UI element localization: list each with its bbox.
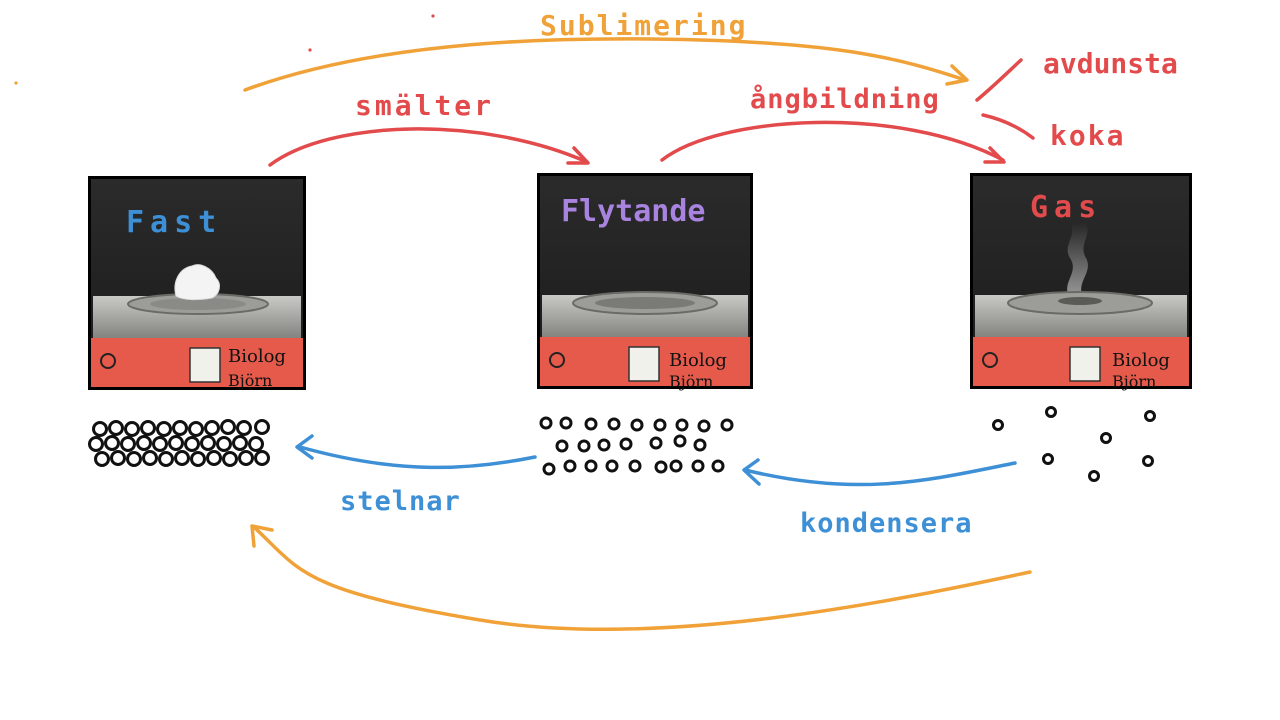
steam — [1067, 223, 1088, 298]
avdunsta-label: avdunsta — [1043, 47, 1178, 80]
particles-gas — [992, 406, 1156, 482]
koka-branch — [981, 113, 1035, 140]
photo-sign-line2: Björn — [228, 371, 272, 390]
stelnar-label: stelnar — [340, 486, 461, 517]
angbildning-label: ångbildning — [750, 83, 940, 115]
gas-photo-label: Gas — [1030, 190, 1102, 225]
smalter-arrowhead — [566, 146, 590, 165]
smalter-label: smälter — [355, 89, 494, 122]
smalter-arrow — [268, 127, 589, 167]
flytande-photo-label: Flytande — [561, 194, 706, 229]
ice-lump — [174, 264, 220, 301]
kondensera-label: kondensera — [800, 508, 973, 539]
sublimering-arrowhead — [945, 64, 969, 86]
photo-sign-line2: Björn — [1112, 372, 1156, 391]
sublimering-arrow — [243, 37, 967, 92]
stelnar-arrow — [298, 445, 537, 470]
photo-fast: Fast Biolog Björn — [88, 176, 306, 390]
photo-sign-line1: Biolog — [669, 350, 727, 371]
photo-sign-line1: Biolog — [1112, 350, 1170, 371]
koka-label: koka — [1050, 119, 1125, 152]
deposition-arrowhead — [250, 524, 274, 548]
fast-photo-label: Fast — [126, 205, 222, 240]
kondensera-arrowhead — [742, 458, 761, 486]
photo-sign-line2: Björn — [669, 372, 713, 391]
photo-flytande: Flytande Biolog Björn — [537, 173, 753, 391]
stelnar-arrowhead — [295, 434, 314, 460]
sublimering-label: Sublimering — [540, 9, 747, 42]
angbildning-arrow — [660, 120, 1005, 162]
particles-solid — [88, 419, 270, 467]
deposition-arrow — [253, 526, 1032, 632]
avdunsta-branch — [975, 58, 1023, 102]
photo-sign-line1: Biolog — [228, 346, 286, 367]
photo-gas: Gas Biolog Björn — [970, 173, 1192, 391]
particles-liquid — [539, 416, 734, 476]
angbildning-arrowhead — [983, 146, 1006, 164]
stray-dots — [14, 14, 435, 85]
kondensera-arrow — [743, 461, 1017, 487]
